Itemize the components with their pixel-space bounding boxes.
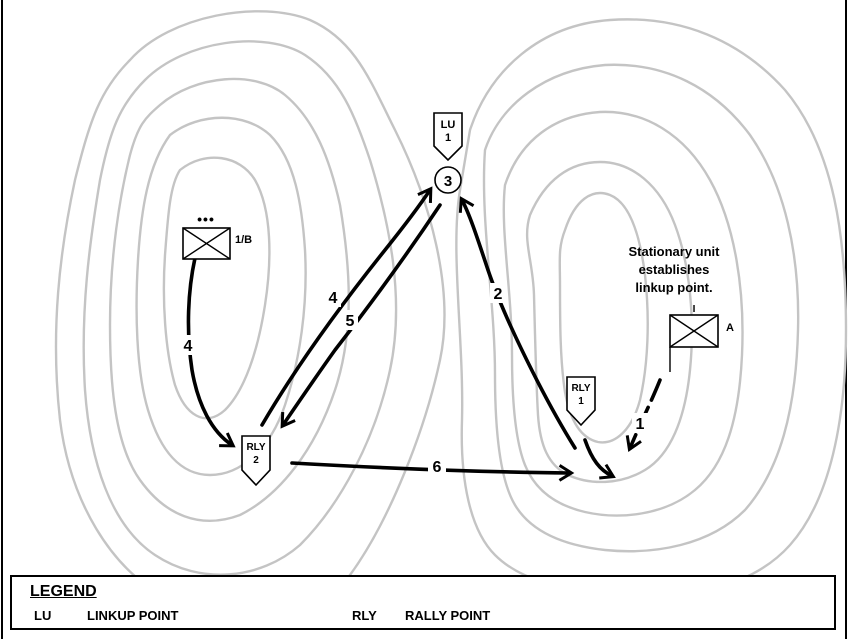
contour-line [558,191,649,444]
contour-line [54,10,446,619]
unit-a-cross [669,314,719,348]
contour-line [108,77,350,522]
route-label-4-left: 4 [184,338,193,355]
note-line: linkup point. [635,280,712,295]
route-arrow-4-left [186,256,236,448]
route-label-1: 1 [636,416,645,433]
left-hill-contours [54,10,446,619]
route-label-bg [325,287,341,307]
legend-text-rally-point: RALLY POINT [405,608,491,623]
route-arrow-5 [280,203,442,429]
unit-1b-cross [182,227,231,260]
rally-point-2-symbol: RLY 2 [241,435,271,487]
linkup-point-symbol: LU 1 [433,112,463,162]
route-label-bg [428,456,446,476]
linkup-circle [434,166,462,194]
rally-1-number: 1 [578,396,584,407]
contour-line [82,40,398,576]
stationary-unit-note: Stationary unit establishes linkup point… [628,244,720,295]
rally-pennant [566,376,596,427]
route-label-5: 5 [346,313,355,330]
linkup-pennant [433,112,463,162]
unit-1b-echelon: ••• [197,211,215,227]
unit-a-symbol: I A [669,304,734,372]
legend-abbr-rly: RLY [352,608,377,623]
contour-line [162,156,271,420]
linkup-number: 1 [445,132,451,144]
route-arrow-6 [290,461,575,482]
rally-1-abbr: RLY [571,383,590,394]
contour-line [482,63,800,553]
contour-line [525,160,694,484]
contour-line [502,110,744,517]
linkup-point-marker: 3 [434,166,462,194]
route-label-bg [632,413,648,433]
route-arrow-rly1-turn [583,438,616,480]
route-label-bg [180,335,196,355]
route-arrow-2 [458,196,577,450]
rally-pennant [241,435,271,487]
route-label-6: 6 [433,459,442,476]
rally-2-number: 2 [253,455,259,466]
legend-box: LEGEND LU LINKUP POINT RLY RALLY POINT [10,575,836,630]
note-line: Stationary unit [628,244,720,259]
route-label-bg [342,310,358,330]
contour-line [135,116,307,477]
unit-1b-symbol: ••• 1/B [182,211,252,260]
unit-a-echelon: I [693,304,696,315]
route-label-4-center: 4 [329,290,338,307]
linkup-abbr: LU [441,119,456,131]
rally-2-abbr: RLY [246,442,265,453]
linkup-point-number: 3 [444,173,452,190]
legend-title: LEGEND [30,583,97,600]
legend-text-linkup-point: LINKUP POINT [87,608,179,623]
contour-line [455,18,848,598]
rally-point-1-symbol: RLY 1 [566,376,596,427]
right-hill-contours [455,18,848,598]
route-labels: 1 2 4 4 5 6 [180,283,648,476]
route-label-2: 2 [494,286,503,303]
route-arrow-1 [625,378,662,452]
note-line: establishes [639,262,710,277]
route-arrow-4-center [260,186,433,427]
route-label-bg [490,283,506,303]
legend-abbr-lu: LU [34,608,52,623]
unit-a-label: A [726,322,734,334]
unit-1b-label: 1/B [235,234,252,246]
routes [186,186,662,482]
